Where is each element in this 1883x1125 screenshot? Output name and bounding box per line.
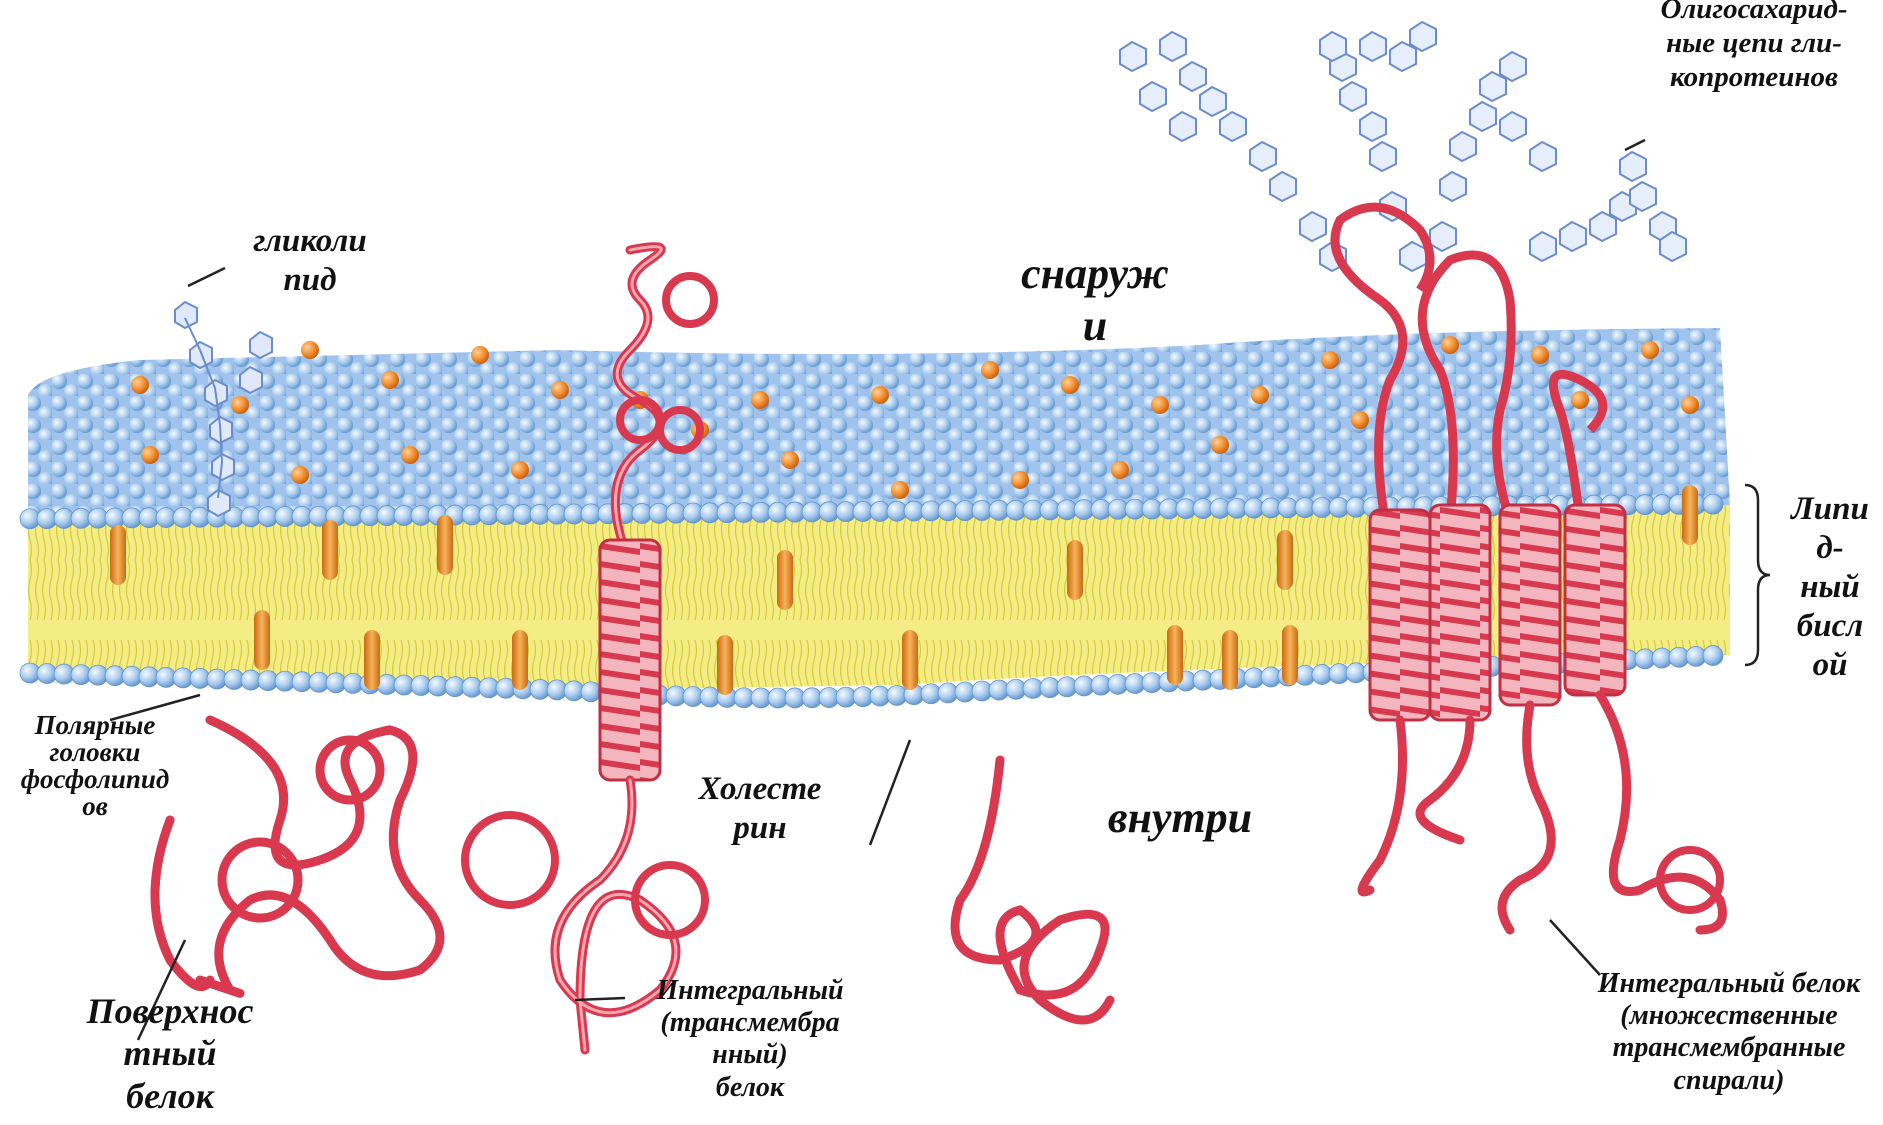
label-inside: внутри	[1080, 792, 1280, 844]
label-polar-heads: Полярные головки фосфолипид ов	[0, 712, 190, 820]
label-lipid-bilayer: Липи д- ный бисл ой	[1780, 490, 1880, 685]
label-outside: снаруж и	[1010, 248, 1180, 352]
label-peripheral-protein: Поверхнос тный белок	[55, 990, 285, 1117]
label-integral-multi-protein: Интегральный белок (множественные трансм…	[1575, 968, 1883, 1097]
label-glycolipid: гликоли пид	[230, 222, 390, 300]
peripheral-protein	[155, 720, 440, 993]
label-integral-protein: Интегральный (трансмембра нный) белок	[630, 975, 870, 1104]
oligosaccharide-chains	[1120, 22, 1686, 271]
label-oligosaccharide-chains: Олигосахарид- ные цепи гли- копротеинов	[1625, 0, 1883, 95]
label-cholesterol: Холесте рин	[690, 770, 830, 848]
upper-leaflet-surface	[28, 328, 1730, 520]
bilayer-bracket	[1745, 485, 1770, 665]
